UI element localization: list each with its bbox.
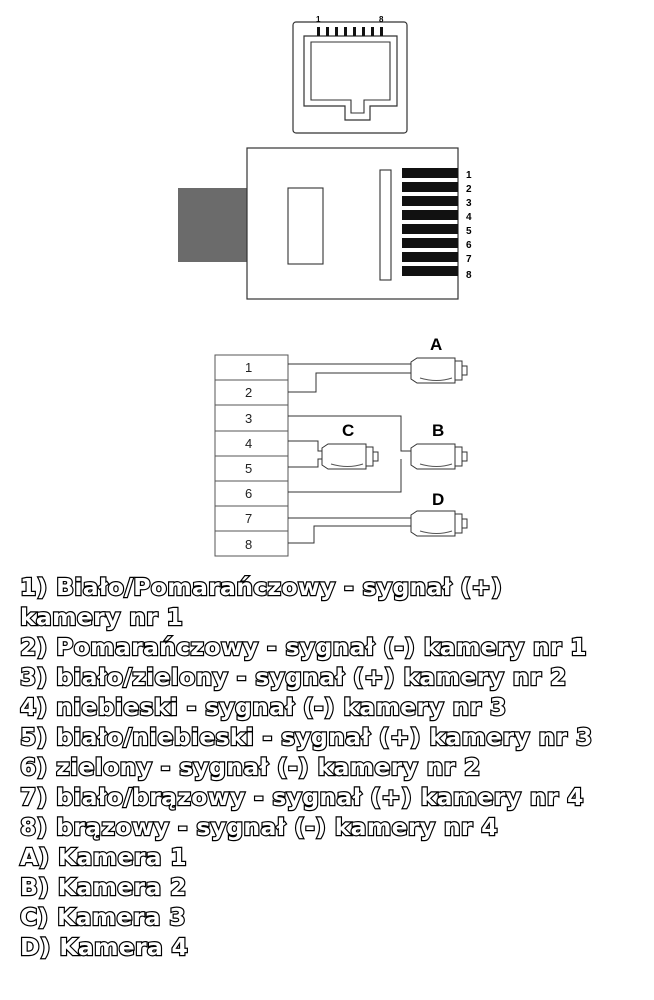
block-row-label-8: 8 xyxy=(245,537,252,552)
wires xyxy=(288,363,411,544)
block-row-label-4: 4 xyxy=(245,436,252,451)
legend-item-1: 1) Biało/Pomarańczowy - sygnał (+) kamer… xyxy=(19,572,503,632)
legend-item-2: 2) Pomarańczowy - sygnał (-) kamery nr 1 xyxy=(19,632,588,662)
plug-pin-label-7: 7 xyxy=(466,254,472,265)
rj45-plug: 1 2 3 4 5 6 7 8 xyxy=(178,147,472,300)
legend-item-c: C) Kamera 3 xyxy=(19,902,187,932)
camera-d-label: D xyxy=(432,490,444,509)
camera-c-label: C xyxy=(342,421,354,440)
wiring-diagram: 1 8 1 2 3 4 5 6 7 8 xyxy=(178,15,472,557)
jack-pin-first-label: 1 xyxy=(316,15,321,24)
camera-d: D xyxy=(410,490,468,537)
cable xyxy=(178,188,248,262)
plug-strain-bar xyxy=(379,169,392,281)
plug-pin-label-5: 5 xyxy=(466,226,472,237)
plug-pin-label-4: 4 xyxy=(466,212,472,223)
legend-item-8: 8) brązowy - sygnał (-) kamery nr 4 xyxy=(19,812,499,842)
rj45-jack: 1 8 xyxy=(292,15,408,134)
camera-b: B xyxy=(410,421,468,470)
block-row-label-6: 6 xyxy=(245,486,252,501)
legend-item-3: 3) biało/zielony - sygnał (+) kamery nr … xyxy=(19,662,568,692)
block-row-label-5: 5 xyxy=(245,461,252,476)
jack-pin-last-label: 8 xyxy=(379,15,384,24)
plug-pin-label-6: 6 xyxy=(466,240,472,251)
legend-item-5: 5) biało/niebieski - sygnał (+) kamery n… xyxy=(19,722,594,752)
wiring-legend: 1) Biało/Pomarańczowy - sygnał (+) kamer… xyxy=(19,572,650,962)
plug-contacts xyxy=(402,168,458,276)
plug-pin-label-1: 1 xyxy=(466,170,472,181)
block-row-label-3: 3 xyxy=(245,411,252,426)
block-row-label-7: 7 xyxy=(245,511,252,526)
terminal-block: 1 2 3 4 5 6 7 8 xyxy=(214,354,289,557)
plug-pin-label-2: 2 xyxy=(466,184,472,195)
block-row-label-1: 1 xyxy=(245,360,252,375)
camera-a-label: A xyxy=(430,335,442,354)
camera-b-label: B xyxy=(432,421,444,440)
block-row-label-2: 2 xyxy=(245,385,252,400)
legend-item-4: 4) niebieski - sygnał (-) kamery nr 3 xyxy=(19,692,508,722)
jack-contacts xyxy=(317,27,383,36)
plug-pin-label-8: 8 xyxy=(466,270,472,281)
legend-item-7: 7) biało/brązowy - sygnał (+) kamery nr … xyxy=(19,782,585,812)
legend-item-d: D) Kamera 4 xyxy=(19,932,189,962)
legend-item-6: 6) zielony - sygnał (-) kamery nr 2 xyxy=(19,752,482,782)
plug-pin-label-3: 3 xyxy=(466,198,472,209)
legend-item-b: B) Kamera 2 xyxy=(19,872,188,902)
legend-item-a: A) Kamera 1 xyxy=(19,842,188,872)
camera-c: C xyxy=(321,421,379,470)
camera-a: A xyxy=(410,335,468,384)
plug-latch-window xyxy=(287,187,324,265)
